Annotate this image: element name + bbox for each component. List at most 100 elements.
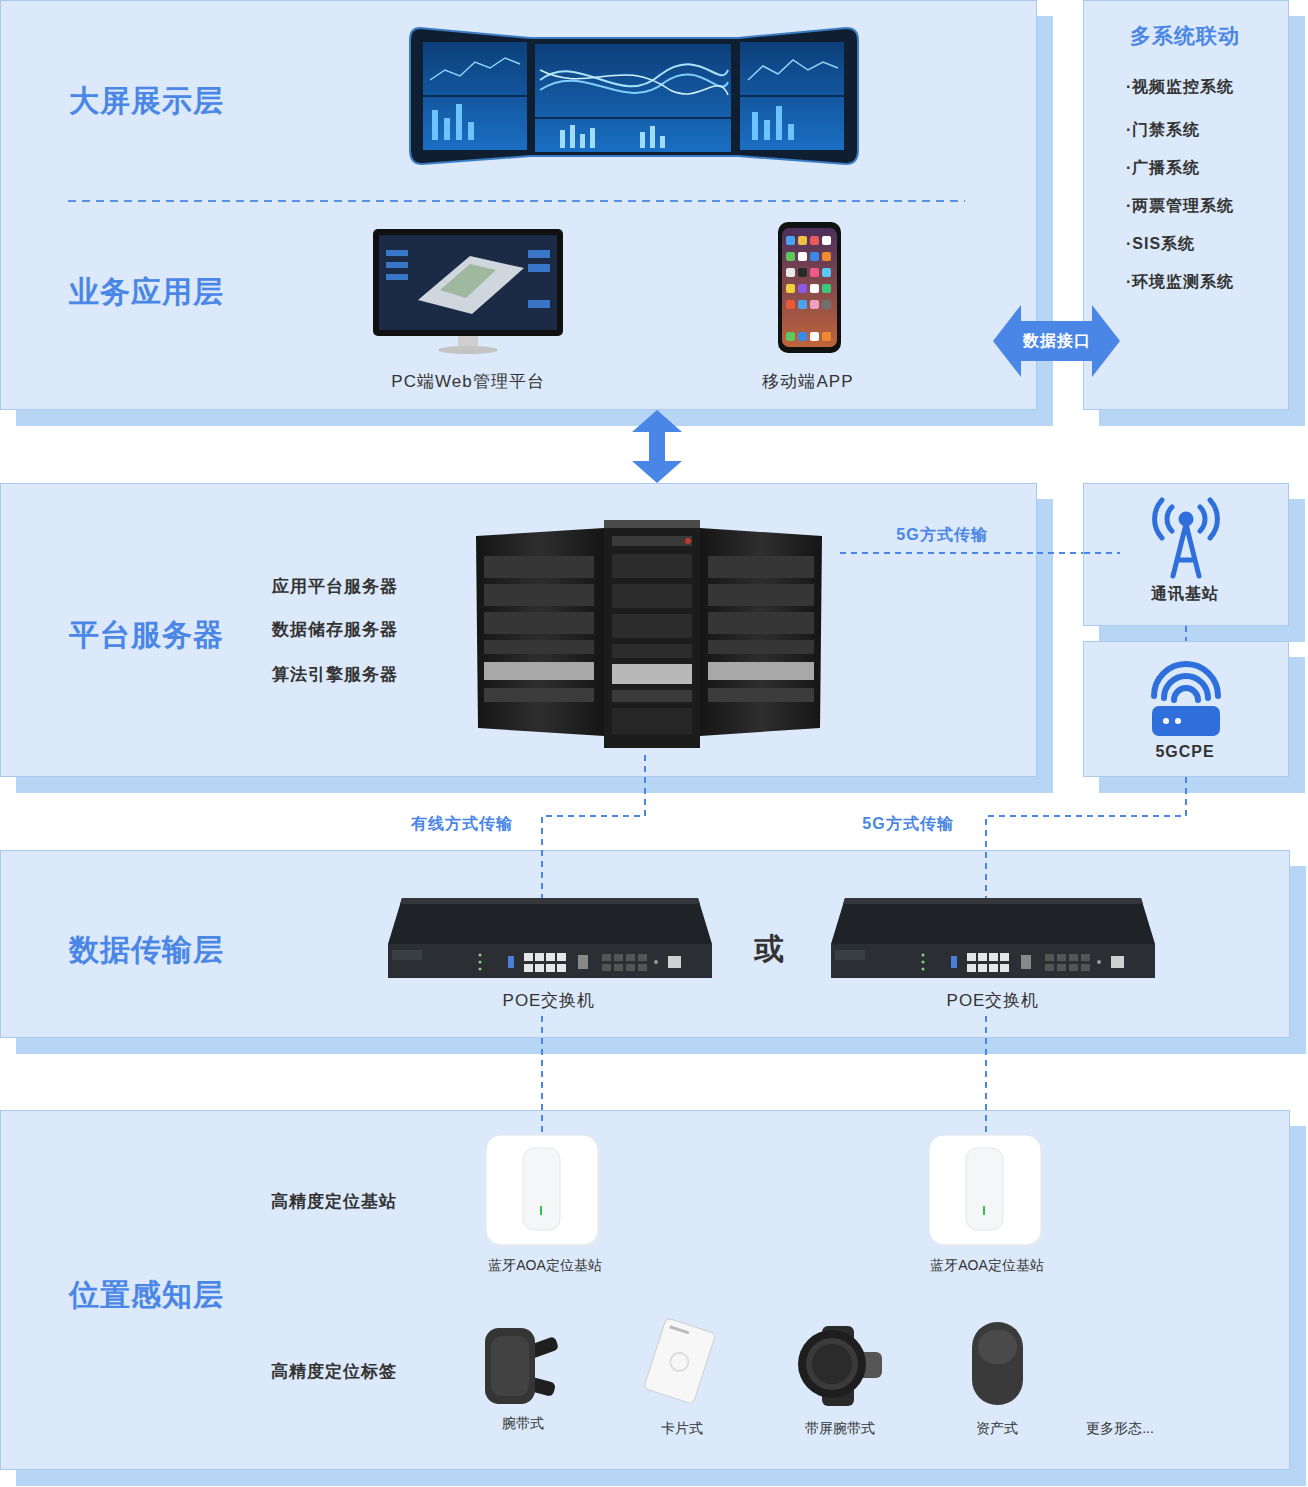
mobile-phone <box>786 300 795 309</box>
layer-heading: 位置感知层 <box>69 1277 224 1313</box>
node-text: ·广播系统 <box>1126 158 1200 177</box>
video-wall <box>456 104 462 140</box>
dashed-connector <box>1185 626 1187 641</box>
mobile-phone <box>822 268 831 277</box>
video-wall <box>540 70 728 95</box>
video-wall <box>748 60 838 80</box>
node-text: ·SIS系统 <box>1126 234 1195 253</box>
pc-monitor <box>373 229 563 336</box>
server-cabinets <box>484 662 594 680</box>
video-wall <box>776 106 782 140</box>
wristband-tag <box>485 1328 535 1404</box>
card-tag <box>644 1318 716 1404</box>
video-wall <box>788 124 794 140</box>
block-arrow <box>993 305 1120 377</box>
watch-tag <box>806 1338 858 1390</box>
free-label: 移动端APP <box>762 372 853 392</box>
pc-monitor <box>528 250 550 258</box>
node-text: POE交换机 <box>947 991 1040 1011</box>
card-tag <box>644 1318 716 1404</box>
free-label: 腕带式 <box>502 1415 544 1432</box>
mobile-phone <box>810 252 819 261</box>
video-wall <box>590 128 595 148</box>
mobile-phone <box>798 332 807 341</box>
mobile-phone <box>798 236 807 245</box>
mobile-phone <box>786 332 795 341</box>
watch-tag <box>798 1330 866 1398</box>
server-cabinets <box>708 584 814 606</box>
dashed-connector <box>542 777 645 898</box>
mobile-phone <box>822 332 831 341</box>
video-wall <box>468 122 474 140</box>
node-text: 数据储存服务器 <box>272 620 398 640</box>
video-wall <box>540 74 728 93</box>
asset-tag <box>972 1322 1023 1405</box>
video-wall <box>410 28 858 164</box>
separator-line <box>68 201 965 202</box>
server-cabinets <box>484 584 594 606</box>
pc-monitor <box>386 274 408 280</box>
video-wall <box>660 136 665 148</box>
edge-label: 5G方式传输 <box>859 814 956 833</box>
free-label: 更多形态... <box>1086 1420 1154 1437</box>
dashed-connector <box>1037 552 1083 554</box>
router-icon <box>1152 706 1220 736</box>
server-cabinets <box>708 640 814 654</box>
station-box: 通讯基站 <box>1083 483 1289 626</box>
video-wall <box>580 134 585 148</box>
server-cabinets <box>612 614 692 638</box>
video-wall <box>650 126 655 148</box>
server-cabinets <box>484 640 594 654</box>
edge-label: 有线方式传输 <box>408 814 516 833</box>
tower-icon <box>1155 500 1218 576</box>
node-text: ·门禁系统 <box>1126 120 1200 139</box>
decorative-dash-line <box>645 553 1120 777</box>
router-icon <box>1175 718 1181 724</box>
router-icon <box>1163 718 1169 724</box>
wristband-tag <box>485 1328 559 1404</box>
mobile-phone <box>822 284 831 293</box>
dashed-connector <box>985 1016 987 1135</box>
mobile-phone <box>798 252 807 261</box>
video-wall <box>570 125 575 148</box>
mobile-phone <box>810 268 819 277</box>
decorative-dash-line <box>840 552 1036 554</box>
pc-monitor <box>379 235 557 330</box>
video-wall <box>740 95 844 97</box>
mobile-phone <box>822 236 831 245</box>
video-wall <box>640 132 645 148</box>
node-text: ·环境监测系统 <box>1126 272 1234 291</box>
mobile-phone <box>810 284 819 293</box>
free-label: 带屏腕带式 <box>805 1420 875 1437</box>
video-wall <box>535 117 731 119</box>
server-cabinets <box>708 612 814 634</box>
layer-heading: 平台服务器 <box>69 617 224 653</box>
tower-icon <box>1200 507 1205 531</box>
mobile-phone <box>822 300 831 309</box>
asset-tag <box>972 1322 1023 1405</box>
router-icon <box>1174 688 1198 700</box>
watch-tag <box>798 1326 882 1406</box>
tower-icon <box>1173 524 1199 576</box>
mobile-phone <box>786 268 795 277</box>
free-label: 资产式 <box>976 1420 1018 1437</box>
pc-monitor <box>440 264 496 298</box>
video-wall <box>764 120 770 140</box>
mobile-phone <box>798 284 807 293</box>
card-tag <box>669 1325 689 1334</box>
video-wall <box>432 110 438 140</box>
free-label: PC端Web管理平台 <box>391 372 544 392</box>
mobile-phone <box>782 228 837 347</box>
node-text: 应用平台服务器 <box>272 577 398 597</box>
server-cabinets <box>685 538 691 544</box>
node-text: ·两票管理系统 <box>1126 196 1234 215</box>
router-icon <box>1154 664 1218 696</box>
server-cabinets <box>484 688 594 702</box>
mobile-phone <box>798 268 807 277</box>
server-cabinets <box>612 690 692 702</box>
asset-tag <box>978 1330 1017 1364</box>
node-text: 算法引擎服务器 <box>272 665 398 685</box>
pc-monitor <box>418 256 524 314</box>
mobile-phone <box>798 300 807 309</box>
